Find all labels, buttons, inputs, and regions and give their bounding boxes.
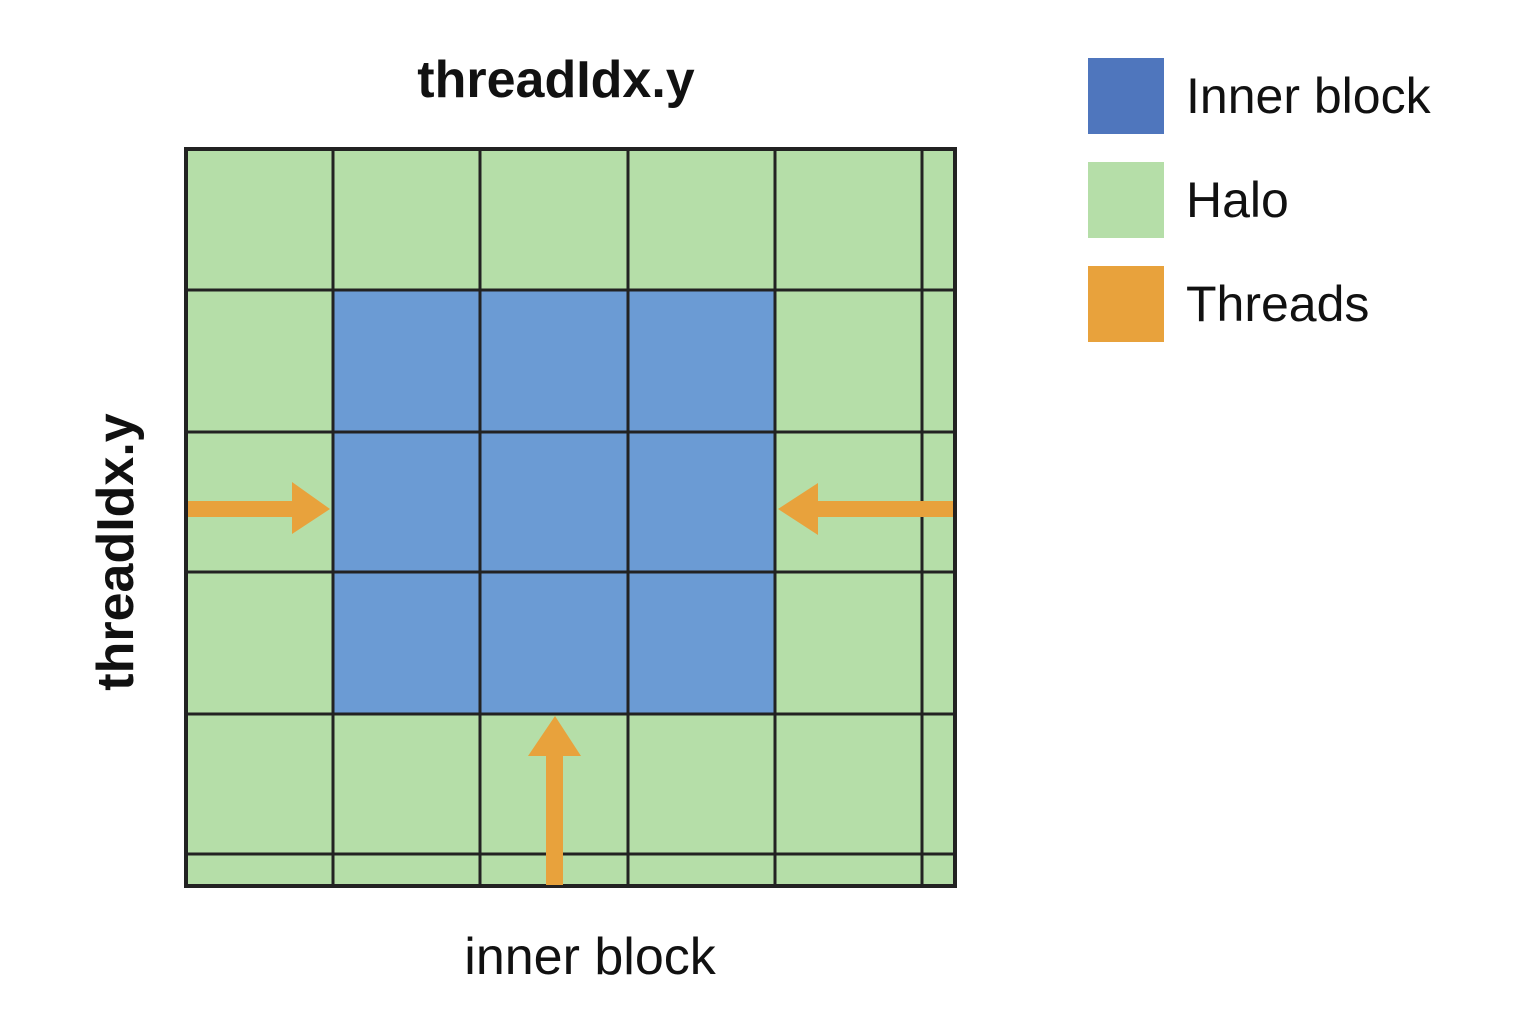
- inner-block-cell: [480, 290, 628, 432]
- halo-cell: [922, 149, 955, 290]
- legend-label-inner-block: Inner block: [1186, 68, 1431, 124]
- inner-block-cell: [480, 572, 628, 714]
- halo-cell: [922, 714, 955, 854]
- thread-arrows: [188, 482, 953, 885]
- halo-cell: [775, 149, 922, 290]
- halo-cell: [775, 854, 922, 886]
- inner-block-cell: [333, 290, 480, 432]
- halo-cell: [628, 149, 775, 290]
- top-axis-label: threadIdx.y: [417, 51, 695, 109]
- halo-cell: [333, 149, 480, 290]
- inner-block-cell: [333, 572, 480, 714]
- halo-swatch: [1088, 162, 1164, 238]
- cells-layer: [186, 149, 955, 886]
- bottom-axis-label: inner block: [464, 928, 716, 986]
- halo-cell: [186, 149, 333, 290]
- bottom-thread-arrow: [528, 716, 581, 885]
- grid-lines: [184, 147, 957, 888]
- inner-block-swatch: [1088, 58, 1164, 134]
- inner-block-cell: [628, 432, 775, 572]
- inner-block-cell: [628, 290, 775, 432]
- halo-cell: [186, 714, 333, 854]
- halo-cell: [333, 714, 480, 854]
- grid-border: [184, 147, 957, 888]
- halo-cell: [775, 572, 922, 714]
- halo-cell: [775, 714, 922, 854]
- threads-swatch: [1088, 266, 1164, 342]
- halo-cell: [186, 854, 333, 886]
- halo-cell: [628, 714, 775, 854]
- halo-cell: [922, 290, 955, 432]
- halo-cell: [922, 854, 955, 886]
- legend-label-threads: Threads: [1186, 276, 1370, 332]
- inner-block-cell: [480, 432, 628, 572]
- inner-block-cell: [628, 572, 775, 714]
- legend-label-halo: Halo: [1186, 172, 1289, 228]
- left-axis-label: threadIdx.y: [87, 413, 145, 691]
- right-thread-arrow: [778, 483, 953, 535]
- halo-cell: [186, 290, 333, 432]
- halo-cell: [922, 572, 955, 714]
- inner-block-cell: [333, 432, 480, 572]
- halo-cell: [333, 854, 480, 886]
- left-thread-arrow: [188, 482, 330, 534]
- halo-cell: [186, 572, 333, 714]
- halo-cell: [480, 149, 628, 290]
- halo-cell: [628, 854, 775, 886]
- halo-cell: [775, 290, 922, 432]
